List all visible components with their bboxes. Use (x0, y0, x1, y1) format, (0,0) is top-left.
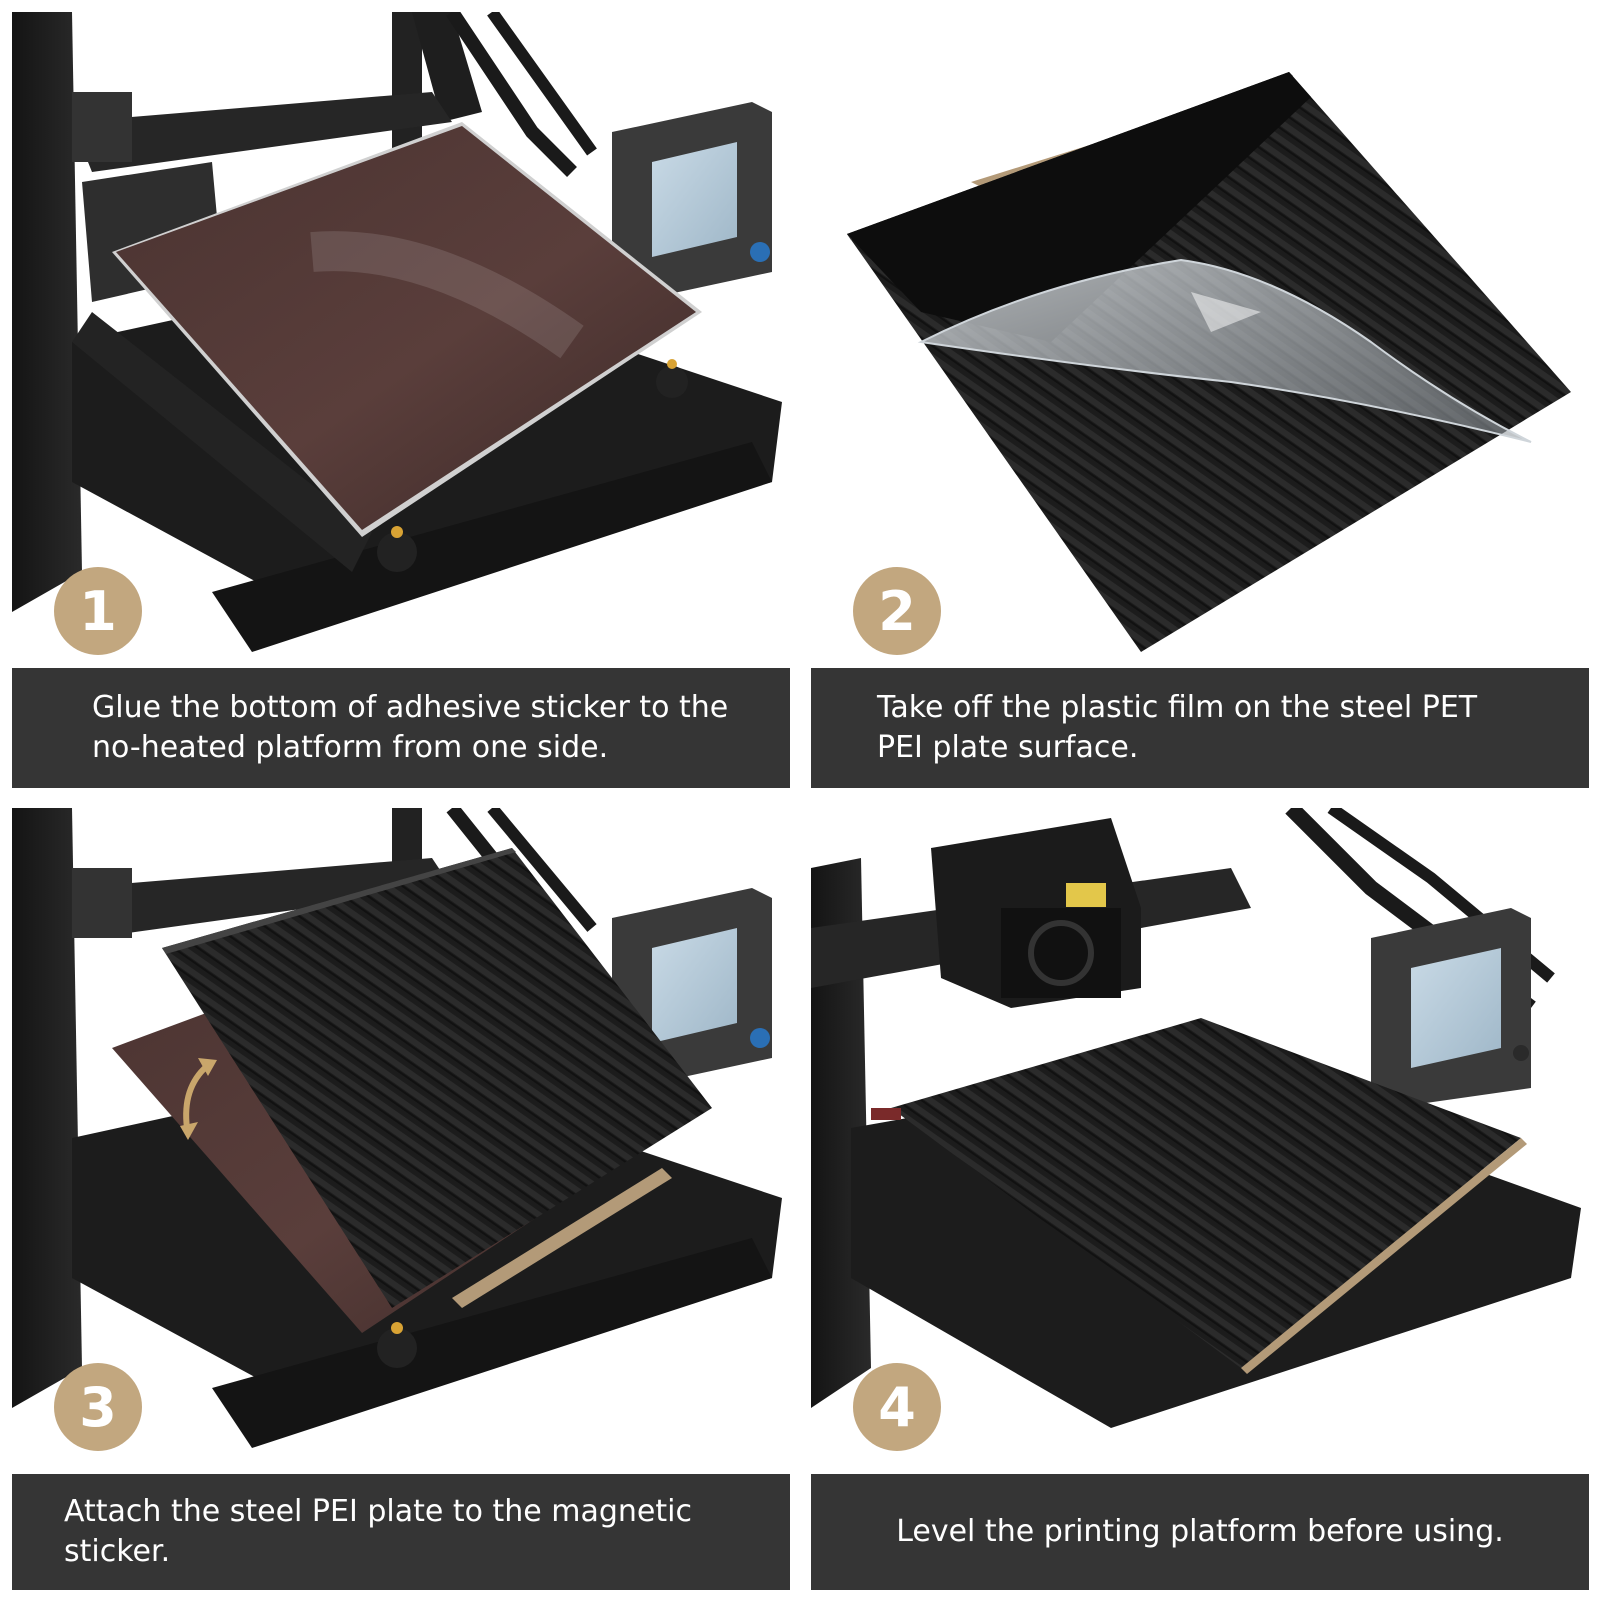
step-number-badge: 4 (853, 1363, 941, 1451)
step-caption: Level the printing platform before using… (811, 1474, 1589, 1590)
step-caption-text: Level the printing platform before using… (896, 1514, 1504, 1549)
pei-plate-film-removal-illustration (811, 12, 1589, 672)
step-caption: Glue the bottom of adhesive sticker to t… (12, 668, 790, 788)
step-caption: Attach the steel PEI plate to the magnet… (12, 1474, 790, 1590)
printer-magnet-sticker-illustration (12, 12, 790, 672)
step-caption-text: Take off the plastic film on the steel P… (877, 690, 1478, 765)
step-number-badge: 3 (54, 1363, 142, 1451)
step-caption-text: Attach the steel PEI plate to the magnet… (64, 1494, 692, 1569)
step-panel-1: 1 Glue the bottom of adhesive sticker to… (12, 12, 790, 788)
step-caption-text: Glue the bottom of adhesive sticker to t… (92, 690, 729, 765)
step-caption: Take off the plastic film on the steel P… (811, 668, 1589, 788)
level-platform-illustration (811, 808, 1589, 1468)
step-number-badge: 2 (853, 567, 941, 655)
step-panel-2: 2 Take off the plastic film on the steel… (811, 12, 1589, 788)
step-panel-3: 3 Attach the steel PEI plate to the magn… (12, 808, 790, 1590)
step-panel-4: 4 Level the printing platform before usi… (811, 808, 1589, 1590)
step-number-badge: 1 (54, 567, 142, 655)
attach-pei-plate-illustration (12, 808, 790, 1468)
